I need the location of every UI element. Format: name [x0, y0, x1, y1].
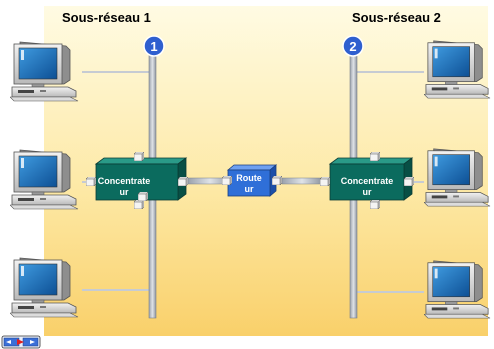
router-label-line1: Route — [236, 173, 262, 183]
subnet-2-title: Sous-réseau 2 — [352, 10, 441, 25]
router: Route ur — [222, 164, 282, 197]
computer-icon — [424, 40, 491, 99]
subnet-1-badge-label: 1 — [150, 39, 157, 54]
computer-icon — [424, 148, 491, 207]
hub-1: Concentrate ur — [86, 152, 188, 209]
hub-2: Concentrate ur — [320, 152, 414, 209]
subnet-2-badge: 2 — [342, 35, 364, 57]
subnet-1-title: Sous-réseau 1 — [62, 10, 151, 25]
computer-icon — [10, 41, 79, 102]
link-router-hub2 — [281, 177, 323, 185]
slideshow-navigation-icon[interactable] — [1, 335, 41, 349]
hub-1-label-line1: Concentrate — [98, 176, 151, 186]
hub-2-label-line2: ur — [363, 187, 372, 197]
subnet-2-badge-label: 2 — [349, 39, 356, 54]
hub-1-label-line2: ur — [120, 187, 129, 197]
computer-icon — [10, 257, 79, 318]
subnet-1-badge: 1 — [143, 35, 165, 57]
hub-2-label-line1: Concentrate — [341, 176, 394, 186]
router-label-line2: ur — [245, 184, 254, 194]
computer-icon — [10, 149, 79, 210]
computer-icon — [424, 260, 491, 319]
